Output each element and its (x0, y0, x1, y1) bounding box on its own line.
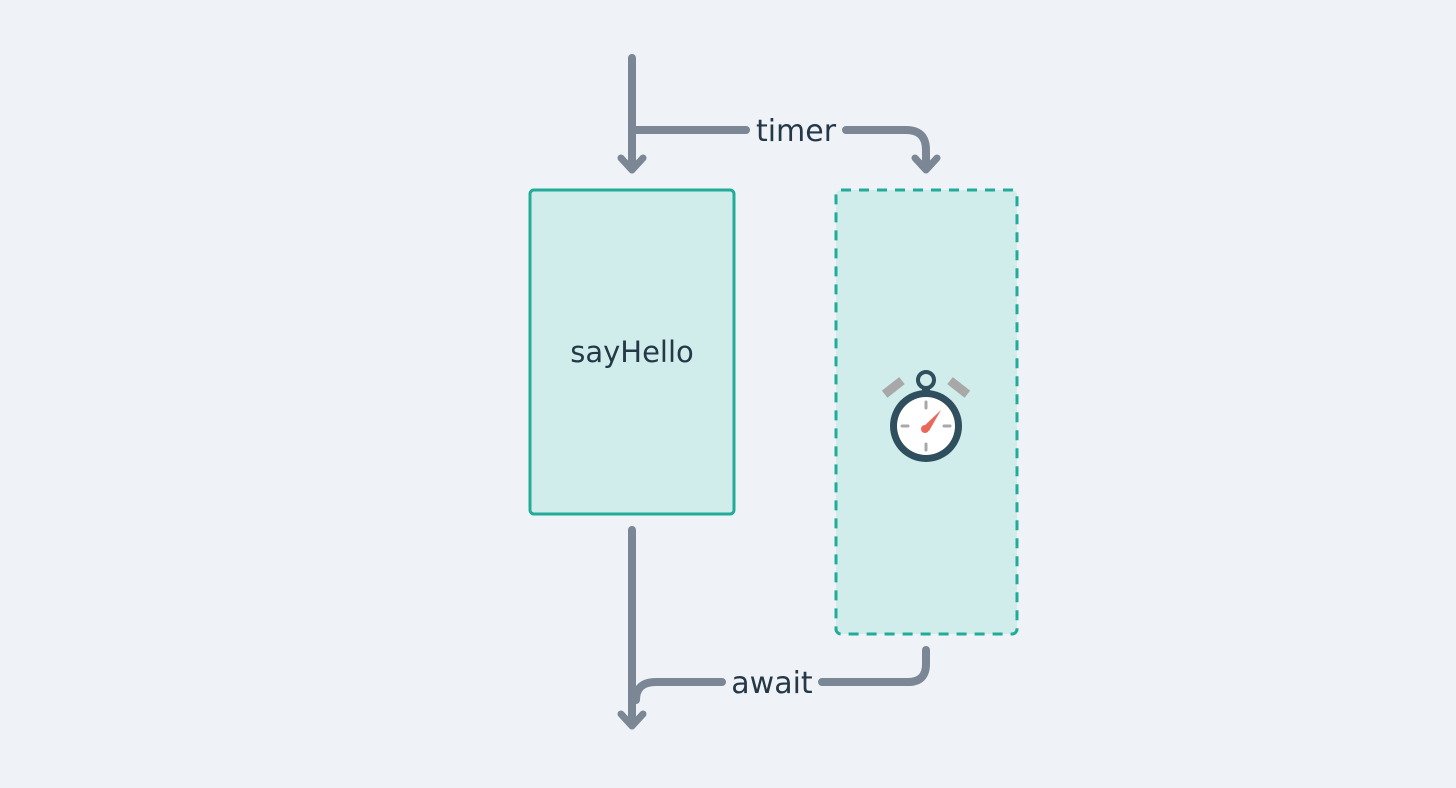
timer-label: timer (756, 114, 837, 149)
await-merge-arrow (632, 646, 930, 704)
sayhello-label: sayHello (570, 335, 694, 369)
incoming-arrow (617, 54, 647, 174)
sayhello-box (528, 188, 736, 516)
await-label: await (731, 666, 813, 701)
timer-branch-arrow (632, 126, 941, 174)
stopwatch-icon (881, 370, 971, 462)
outgoing-arrow (617, 526, 647, 730)
